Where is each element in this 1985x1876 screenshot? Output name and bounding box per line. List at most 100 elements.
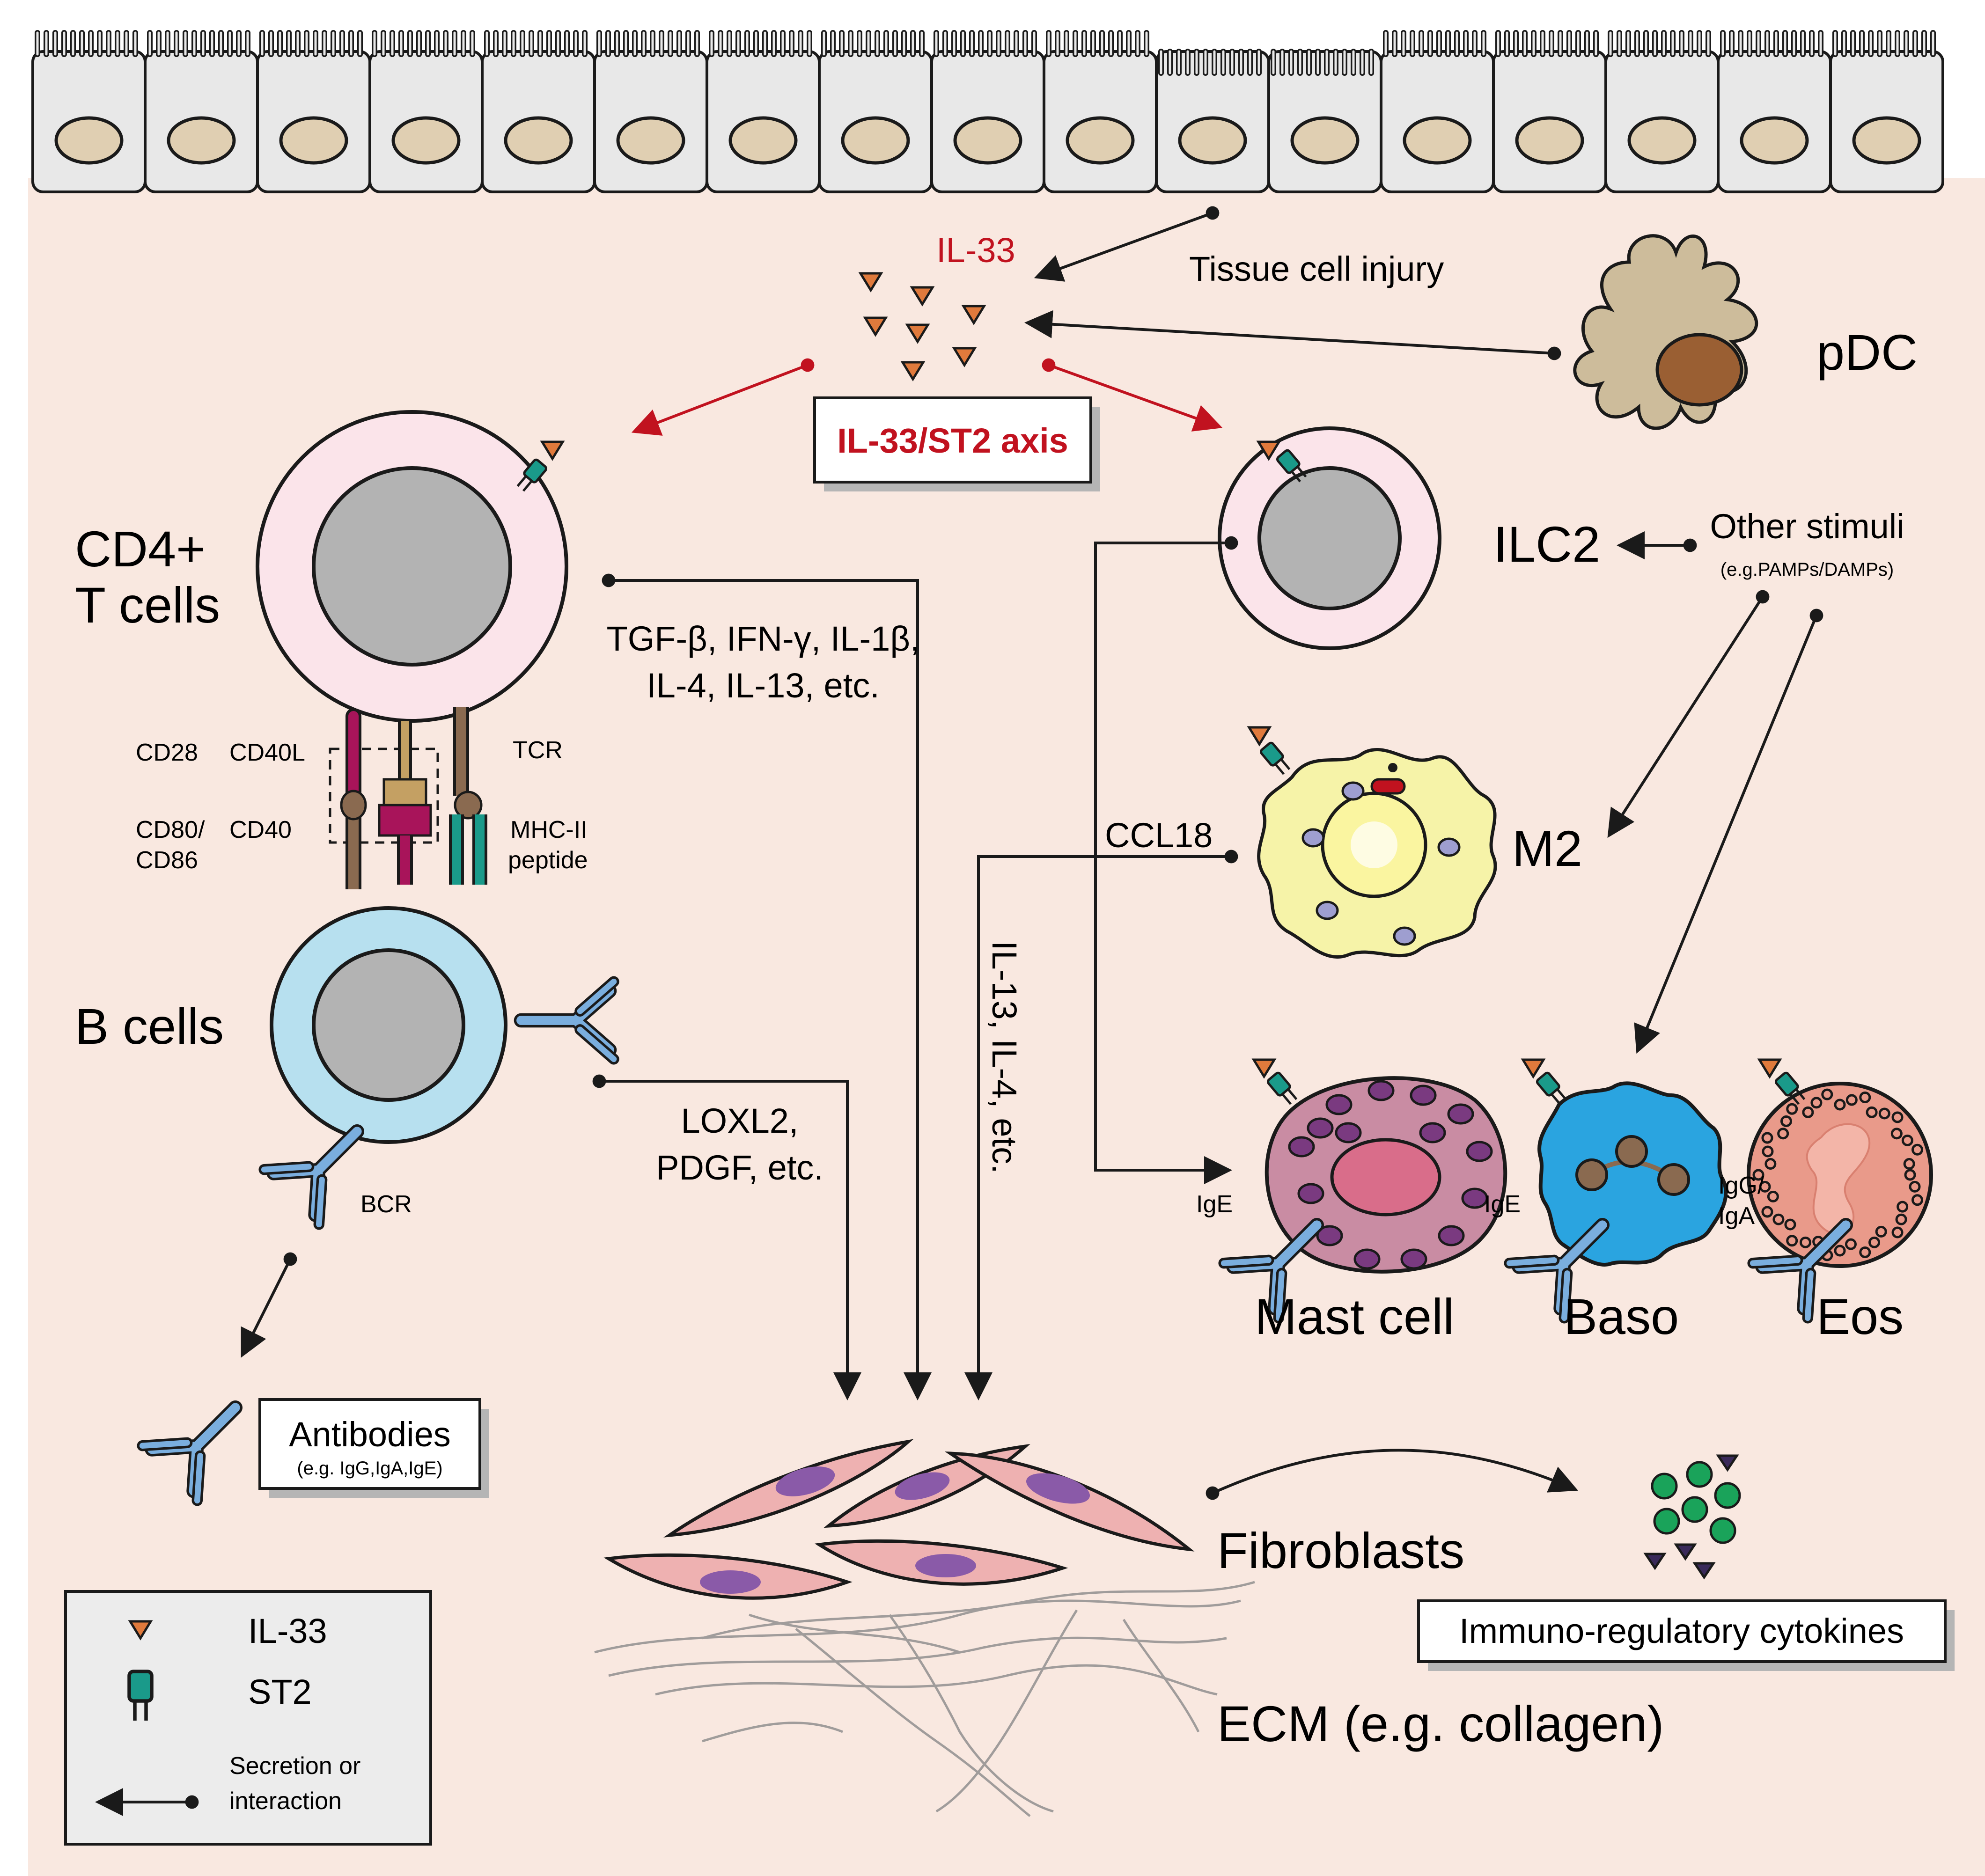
eos-granule [1859, 1092, 1871, 1104]
epithelium-layer [31, 30, 1944, 193]
baso-label: Baso [1564, 1288, 1679, 1345]
epithelial-cell [930, 30, 1045, 193]
eos-granule [1866, 1106, 1878, 1118]
b-cell-label: B cells [75, 998, 224, 1055]
mast-cell-granules [1288, 1080, 1493, 1270]
cd40l-label: CD40L [229, 739, 305, 766]
eos-granule [1895, 1213, 1907, 1225]
macrophage-cell [1257, 747, 1497, 959]
cd28-label: CD28 [136, 739, 198, 766]
fibroblasts-label: Fibroblasts [1217, 1522, 1464, 1579]
mast-granule [1466, 1141, 1493, 1162]
axis-box [813, 396, 1092, 484]
baso-ige-label: IgE [1484, 1191, 1521, 1218]
epithelial-cell [144, 30, 259, 193]
pdc-arrow [1024, 310, 1561, 360]
eos-granule [1810, 1097, 1823, 1109]
epithelial-cell [1155, 49, 1270, 193]
epithelial-cell [256, 30, 371, 193]
cd40-label: CD40 [229, 816, 292, 843]
mast-granule [1288, 1136, 1315, 1158]
eos-granule [1911, 1194, 1923, 1206]
epithelial-cell [593, 30, 708, 193]
eos-granule [1868, 1236, 1881, 1248]
igg-label-1: IgG/ [1718, 1172, 1764, 1199]
axis-label: IL-33/ST2 axis [837, 421, 1068, 460]
axis-arrow-right [1042, 358, 1223, 432]
mast-granule [1447, 1103, 1474, 1125]
ecm-fibers [594, 1581, 1255, 1817]
eos-granule [1767, 1190, 1779, 1202]
fibroblasts [603, 1439, 1195, 1600]
mast-ige-label: IgE [1196, 1191, 1233, 1218]
epithelial-cell [1043, 30, 1158, 193]
epithelial-cell [1267, 49, 1382, 193]
legend-il33-label: IL-33 [248, 1612, 327, 1650]
cytokines-box [1417, 1599, 1947, 1663]
pdc-label: pDC [1816, 324, 1918, 381]
axis-arrow-left [631, 358, 815, 436]
legend-secretion-2: interaction [229, 1788, 342, 1815]
eos-granule [1762, 1145, 1774, 1158]
eos-granule [1890, 1128, 1903, 1140]
eos-granule [1784, 1218, 1796, 1231]
loxl2-label-1: LOXL2, [681, 1101, 799, 1140]
other-stimuli-label: Other stimuli [1710, 507, 1904, 546]
legend-secretion-1: Secretion or [229, 1752, 360, 1780]
il13-vertical-label: IL-13, IL-4, etc. [985, 941, 1024, 1174]
eos-granule [1909, 1180, 1921, 1193]
other-stimuli-sub: (e.g.PAMPs/DAMPs) [1720, 559, 1894, 580]
mast-granule [1410, 1085, 1437, 1106]
ccl18-label: CCL18 [1105, 816, 1213, 855]
mhc-label-2: peptide [508, 847, 588, 874]
eos-granule [1752, 1169, 1764, 1181]
ccl18-arrow [964, 850, 1238, 1400]
antibodies-title: Antibodies [289, 1415, 451, 1454]
t-cell-cytokines-1: TGF-β, IFN-γ, IL-1β, [607, 619, 920, 658]
m2-label: M2 [1512, 820, 1582, 877]
t-cell-cytokine-arrow [602, 573, 932, 1400]
il33-label: IL-33 [936, 231, 1015, 270]
eos-granule [1911, 1143, 1923, 1156]
eos-label: Eos [1816, 1288, 1904, 1345]
eos-granule [1903, 1158, 1915, 1170]
mhc-label-1: MHC-II [510, 816, 588, 843]
eos-granule [1764, 1158, 1777, 1170]
eos-granule [1780, 1115, 1792, 1127]
legend-st2-label: ST2 [248, 1672, 312, 1711]
mast-granule [1419, 1122, 1446, 1143]
mast-granule [1438, 1225, 1465, 1246]
eos-granule [1875, 1225, 1887, 1238]
t-cell-cytokines-2: IL-4, IL-13, etc. [647, 666, 880, 705]
basophil-cell [1537, 1081, 1728, 1267]
eos-granule [1772, 1213, 1785, 1225]
eos-granule [1834, 1245, 1846, 1257]
eos-granule [1802, 1106, 1814, 1118]
t-cell-label-2: T cells [75, 577, 220, 633]
antibodies-subtitle: (e.g. IgG,IgA,IgE) [297, 1458, 442, 1479]
ilc2-cell [1218, 426, 1441, 650]
eos-granule [1786, 1103, 1798, 1115]
epithelial-cell [1829, 30, 1944, 193]
eos-granule [1904, 1169, 1916, 1181]
epithelial-cell [1604, 30, 1720, 193]
tissue-injury-label: Tissue cell injury [1189, 249, 1444, 288]
eos-granule [1845, 1238, 1857, 1250]
cytokines-box-label: Immuno-regulatory cytokines [1459, 1612, 1904, 1650]
eos-granule [1891, 1111, 1904, 1123]
eos-granule [1897, 1201, 1909, 1213]
eos-granule [1859, 1246, 1871, 1258]
cytokine-cluster [1643, 1454, 1741, 1580]
ilc2-label: ILC2 [1493, 516, 1600, 572]
eos-granule [1845, 1094, 1858, 1106]
eos-granule [1901, 1134, 1913, 1146]
mast-granule [1400, 1248, 1427, 1270]
mast-granule [1325, 1094, 1353, 1115]
epithelial-cell [1492, 30, 1607, 193]
tcr-label: TCR [513, 737, 563, 764]
eos-granule [1799, 1236, 1811, 1248]
cd80-label-1: CD80/ [136, 816, 205, 843]
eos-granule [1834, 1099, 1846, 1111]
immune-synapse [329, 707, 487, 889]
